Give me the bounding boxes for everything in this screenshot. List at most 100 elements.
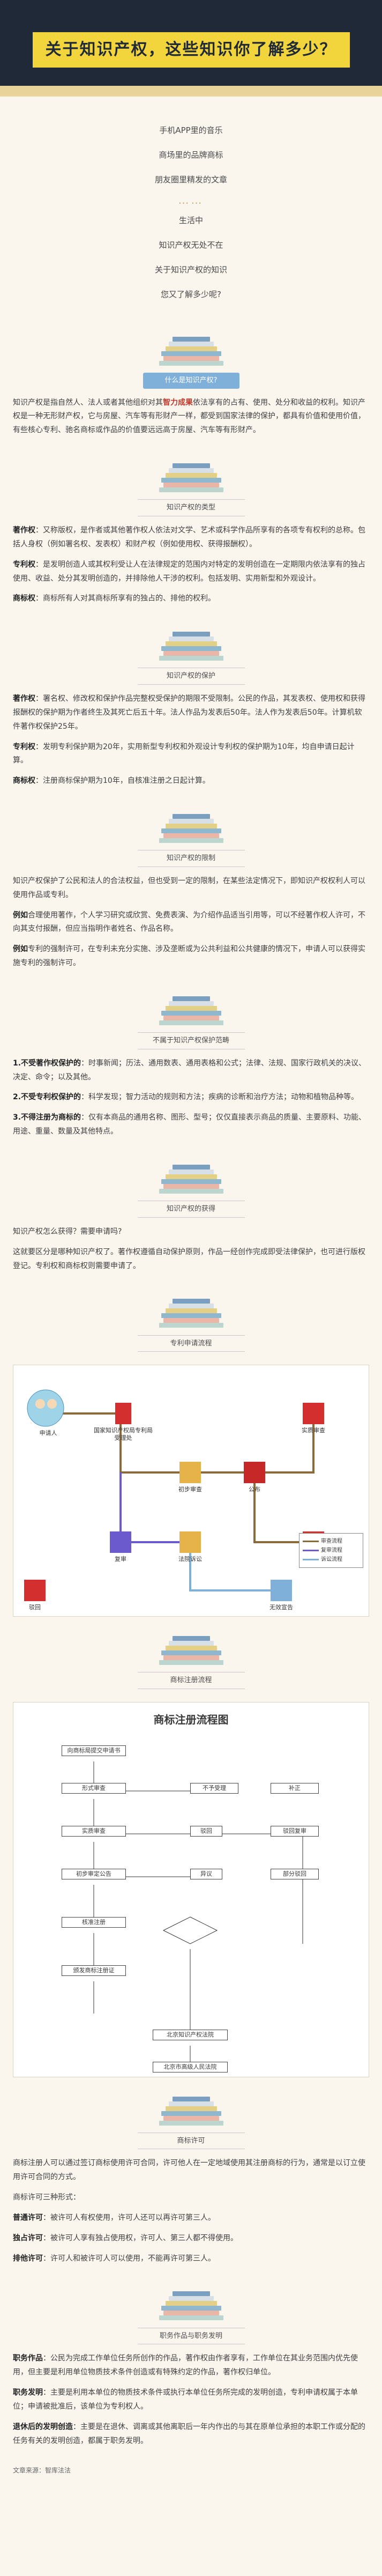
paragraph-text: 合理使用著作，个人学习研究或欣赏、免费表演、为介绍作品适当引用等，可以不经著作权… [13,911,365,934]
paragraph-text: ：仅有本商品的通用名称、图形、型号；仅仅直接表示商品的质量、主要原料、功能、用途… [13,1113,366,1136]
node-court: 法院诉讼 [178,1555,202,1563]
paragraph-text: ：公民为完成工作单位任务所创作的作品，著作权由作者享有，工作单位在其业务范围内优… [13,2354,358,2377]
section-body-limit: 知识产权保护了公民和法人的合法权益，但也受到一定的限制，在某些法定情况下，即知识… [0,875,382,971]
paragraph-text: 依法享有的占有、使用、处分和收益的权利。知识产权是一种无形财产权，它与房屋、汽车… [13,398,365,435]
books-icon [159,1632,223,1665]
books-icon [159,2092,223,2126]
intro-dots: …… [178,194,204,206]
box-opposition: 异议 [190,1868,222,1879]
books-icon [159,810,223,843]
box-partial: 部分驳回 [271,1868,319,1879]
section-header-scope: 不属于知识产权保护范畴 [0,977,382,1057]
section-body-what: 知识产权是指自然人、法人或者其他组织对其智力成果依法享有的占有、使用、处分和收益… [0,396,382,438]
intro-line: 朋友圈里精发的文章 [154,175,227,184]
intro-line: 您又了解多少呢? [161,290,221,299]
paragraph-text: ：被许可人享有独占使用权，许可人、第三人都不得使用。 [43,2233,238,2242]
books-icon [159,1294,223,1328]
box-prelim: 初步审定公告 [62,1868,126,1879]
flow-legend: 审查流程 复审流程 诉讼流程 [299,1533,363,1568]
section-title: 知识产权的获得 [137,1201,245,1218]
hero-divider [0,86,382,97]
trademark-flow-diagram: 商标注册流程图 向商标局提交申请书 形式审查 实质审查 初步审定公告 [13,1701,369,2077]
books-icon [159,627,223,661]
article-page: 关于知识产权，这些知识你了解多少？ 手机APP里的音乐 商场里的品牌商标 朋友圈… [0,0,382,2475]
section-title: 知识产权的类型 [137,499,245,516]
paragraph-text: ：科学发现；智力活动的规则和方法；疾病的诊断和治疗方法；动物和植物品种等。 [81,1093,359,1102]
box-register: 核准注册 [62,1916,126,1928]
node-agency: 国家知识产权局专利局受理处 [94,1426,153,1442]
paragraph-text: 知识产权是指自然人、法人或者其他组织对其 [13,398,163,407]
legend-label: 复审流程 [321,1547,342,1553]
term-label: 商标权 [13,594,35,603]
books-icon [159,459,223,493]
intro-line: 关于知识产权的知识 [154,265,227,275]
paragraph-text: 知识产权保护了公民和法人的合法权益，但也受到一定的限制，在某些法定情况下，即知识… [13,876,365,899]
paragraph-text: ：署名权、修改权和保护作品完整权受保护的期限不受限制。公民的作品，其发表权、使用… [13,694,365,731]
intro-line: 手机APP里的音乐 [159,125,223,135]
intro-block: 手机APP里的音乐 商场里的品牌商标 朋友圈里精发的文章 …… 生活中 知识产权… [0,97,382,317]
term-label: 职务作品 [13,2354,43,2363]
section-title: 知识产权的限制 [137,850,245,867]
intro-line: 商场里的品牌商标 [159,150,223,160]
paragraph-text: ：发明专利保护期为20年，实用新型专利权和外观设计专利权的保护期为10年，均自申… [13,742,355,765]
legend-label: 审查流程 [321,1538,342,1544]
box-start: 向商标局提交申请书 [62,1745,126,1756]
term-label: 排他许可 [13,2254,43,2263]
node-publish: 公布 [249,1485,260,1493]
box-not-accept: 不予受理 [190,1782,238,1794]
page-title: 关于知识产权，这些知识你了解多少？ [32,32,350,68]
section-header-what: 什么是知识产权? [0,317,382,396]
node-invalid: 无效宣告 [269,1603,293,1611]
paragraph-text: 商标注册人可以通过签订商标使用许可合同，许可他人在一定地域使用其注册商标的行为，… [13,2159,365,2182]
section-body-obtain: 知识产权怎么获得？需要申请吗? 这就要区分是哪种知识产权了。著作权遵循自动保护原… [0,1225,382,1274]
section-title: 什么是知识产权? [143,373,239,389]
paragraph-text: ：是发明创造人或其权利受让人在法律规定的范围内对特定的发明创造在一定期限内依法享… [13,560,365,583]
tm-flow-lines [93,1761,303,2062]
books-icon [159,992,223,1026]
term-label: 3.不得注册为商标的 [13,1113,81,1122]
legend-item: 审查流程 [303,1537,359,1546]
article-source: 文章来源：智库法法 [13,2467,71,2475]
section-title: 知识产权的保护 [137,668,245,685]
section-header-limit: 知识产权的限制 [0,795,382,875]
box-supplement: 补正 [271,1782,319,1794]
section-title: 专利申请流程 [137,1335,245,1352]
term-label: 1.不受著作权保护的 [13,1058,81,1068]
section-body-protect: 著作权：署名权、修改权和保护作品完整权受保护的期限不受限制。公民的作品，其发表权… [0,692,382,788]
paragraph-text: ：注册商标保护期为10年，自核准注册之日起计算。 [35,776,210,786]
term-label: 普通许可 [13,2213,43,2222]
term-label: 著作权 [13,694,35,703]
books-icon [159,332,223,366]
books-icon [159,2287,223,2321]
node-initial: 初步审查 [178,1485,202,1493]
section-header-service: 职务作品与职务发明 [0,2272,382,2352]
legend-item: 复审流程 [303,1546,359,1555]
term-label: 专利权 [13,742,35,751]
section-header-license: 商标许可 [0,2077,382,2157]
node-apply: 申请人 [39,1429,57,1437]
box-review: 驳回复审 [271,1825,319,1837]
term-label: 例如 [13,945,28,954]
box-high-court: 北京市高级人民法院 [153,2061,228,2072]
highlight-text: 智力成果 [163,398,193,407]
section-header-tm-flow: 商标注册流程 [0,1617,382,1697]
paragraph-text: 商标许可三种形式： [13,2193,80,2202]
books-icon [159,1160,223,1194]
paragraph-text: 专利的强制许可，在专利未充分实施、涉及垄断或为公共利益和公共健康的情况下，申请人… [13,945,365,968]
section-title: 职务作品与职务发明 [137,2327,245,2345]
term-label: 独占许可 [13,2233,43,2242]
legend-label: 诉讼流程 [321,1556,342,1563]
patent-flow-diagram: 申请人 国家知识产权局专利局受理处 初步审查 公布 实质审查 授予专利权 复审 … [13,1364,369,1617]
term-label: 职务发明 [13,2388,43,2397]
term-label: 2.不受专利权保护的 [13,1093,81,1102]
term-label: 退休后的发明创造 [13,2422,73,2431]
diagram-title: 商标注册流程图 [153,1713,229,1726]
paragraph-text: 这就要区分是哪种知识产权了。著作权遵循自动保护原则，作品一经创作完成即受法律保护… [13,1247,365,1270]
flow-lines [24,1389,324,1601]
section-header-patent-flow: 专利申请流程 [0,1279,382,1359]
box-reject: 驳回 [190,1825,222,1837]
box-substantive: 实质审查 [62,1825,126,1837]
section-header-protect: 知识产权的保护 [0,612,382,692]
section-title: 商标许可 [137,2132,245,2150]
paragraph-text: ：主要是利用本单位的物质技术条件或执行本单位任务所完成的发明创造，专利申请权属于… [13,2388,358,2411]
